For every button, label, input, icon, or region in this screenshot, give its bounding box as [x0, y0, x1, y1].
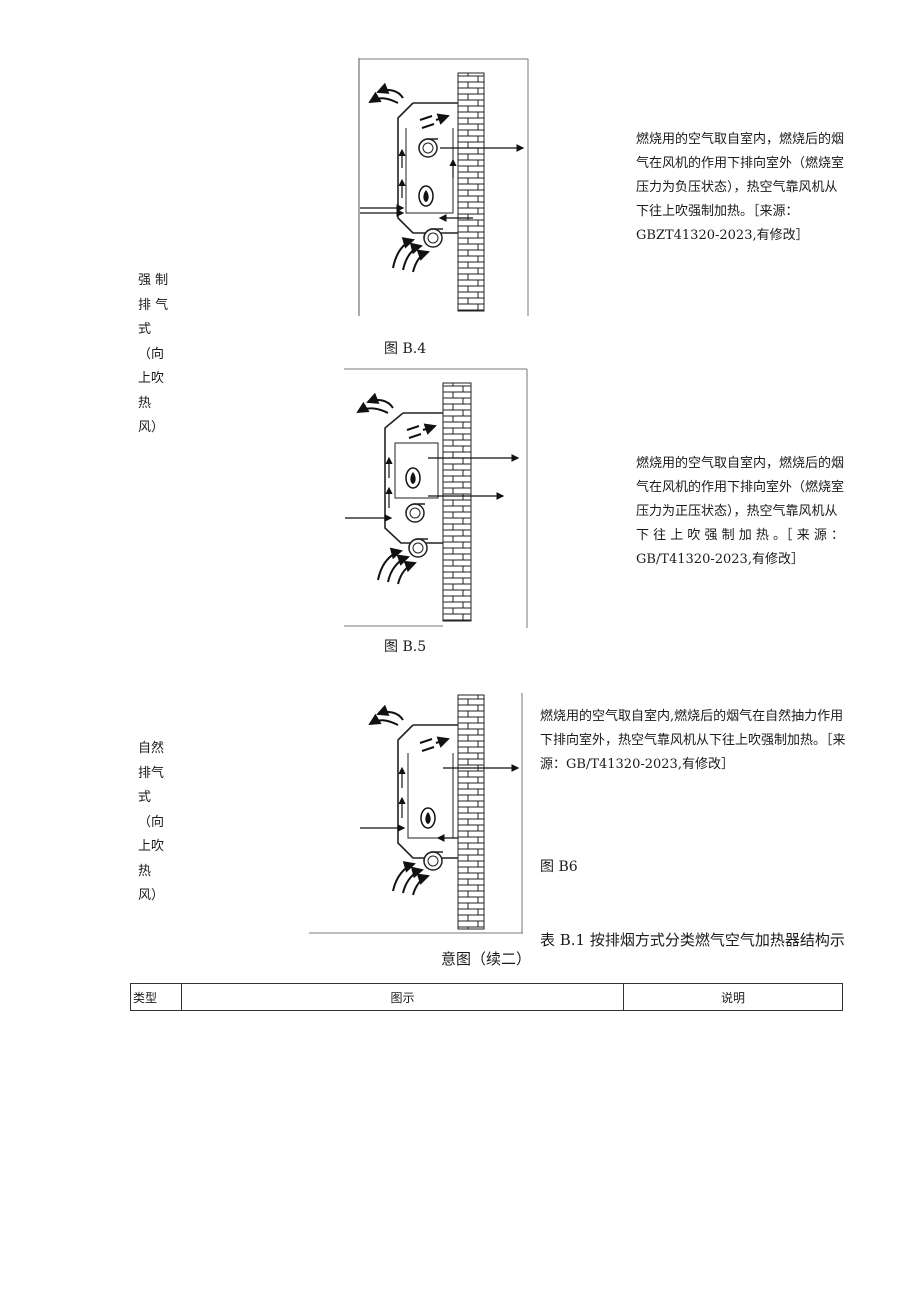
- figure-description: 燃烧用的空气取自室内,燃烧后的烟气在自然抽力作用 下排向室外，热空气靠风机从下往…: [540, 705, 846, 777]
- table-title-continued: 意图（续二）: [441, 950, 532, 968]
- description-line: 燃烧用的空气取自室内,燃烧后的烟气在自然抽力作用: [540, 709, 844, 724]
- heater-diagram-b6: [308, 693, 524, 935]
- description-line: GBZT41320-2023,有修改］: [636, 228, 809, 243]
- description-line: 气在风机的作用下排向室外（燃烧室: [636, 156, 845, 171]
- type-label-line: 式: [138, 322, 152, 337]
- type-label-line: 式: [138, 790, 152, 805]
- type-label-line: （向: [138, 346, 165, 362]
- type-label-line: 强 制: [138, 273, 169, 288]
- type-label-line: 上吹: [138, 839, 165, 854]
- description-line: 下排向室外，热空气靠风机从下往上吹强制加热。［来: [540, 733, 846, 748]
- figure-caption: 图 B6: [540, 859, 578, 875]
- type-label-line: 排气: [138, 765, 165, 781]
- header-cell-description: 说明: [623, 983, 843, 1011]
- heater-diagram-b4: [358, 58, 530, 318]
- type-label-line: 上吹: [138, 371, 165, 386]
- figure-caption: 图 B.5: [384, 639, 427, 655]
- row-type-label: 自然 排气 式 （向 上吹 热 风）: [138, 737, 178, 909]
- type-label-line: 热: [138, 863, 152, 879]
- description-line: 下往上吹强制加热。［来源：: [636, 204, 799, 219]
- figure-caption: 图 B.4: [384, 341, 427, 357]
- description-line: 压力为负压状态），热空气靠风机从: [636, 180, 838, 195]
- heater-diagram-b5: [343, 368, 529, 630]
- table-title: 表 B.1 按排烟方式分类燃气空气加热器结构示: [540, 931, 845, 949]
- description-line: 燃烧用的空气取自室内，燃烧后的烟: [636, 456, 845, 471]
- type-label-line: 排 气: [138, 297, 169, 313]
- description-line: 压力为正压状态），热空气靠风机从: [636, 504, 838, 519]
- figure-description: 燃烧用的空气取自室内，燃烧后的烟 气在风机的作用下排向室外（燃烧室 压力为负压状…: [636, 128, 844, 248]
- description-line: 下 往 上 吹 强 制 加 热 。［ 来 源 ：: [636, 528, 844, 543]
- description-line: 燃烧用的空气取自室内，燃烧后的烟: [636, 132, 845, 147]
- type-label-line: 风）: [138, 420, 165, 435]
- description-line: GB/T41320-2023,有修改］: [636, 552, 804, 567]
- header-cell-figure: 图示: [181, 983, 624, 1011]
- description-line: 源：GB/T41320-2023,有修改］: [540, 757, 734, 772]
- type-label-line: 风）: [138, 888, 165, 903]
- row-type-label: 强 制 排 气 式 （向 上吹 热 风）: [138, 269, 178, 441]
- description-line: 气在风机的作用下排向室外（燃烧室: [636, 480, 845, 495]
- figure-description: 燃烧用的空气取自室内，燃烧后的烟 气在风机的作用下排向室外（燃烧室 压力为正压状…: [636, 452, 844, 572]
- type-label-line: 自然: [138, 741, 165, 756]
- type-label-line: （向: [138, 814, 165, 830]
- header-cell-type: 类型: [130, 983, 182, 1011]
- type-label-line: 热: [138, 395, 152, 411]
- table-header: 类型 图示 说明: [130, 983, 843, 1011]
